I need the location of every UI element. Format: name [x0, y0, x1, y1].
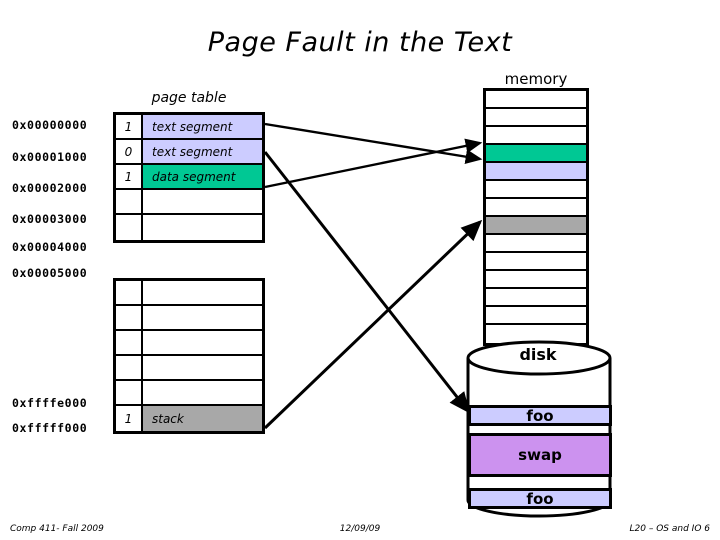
footer-lecture: L20 – OS and IO 6	[629, 524, 710, 534]
segment-label	[143, 306, 262, 329]
segment-label	[143, 215, 262, 240]
page-table-row	[116, 381, 262, 406]
valid-bit: 1	[116, 406, 143, 431]
address-label-0xffffe000: 0xffffe000	[12, 396, 88, 410]
arrow-data-segment-to-memory	[264, 138, 483, 189]
segment-label	[143, 281, 262, 304]
footer-course: Comp 411- Fall 2009	[10, 524, 104, 534]
arrow-page-fault-to-disk	[263, 151, 470, 414]
disk-label: disk	[519, 345, 557, 364]
valid-bit: 1	[116, 165, 143, 188]
valid-bit: 1	[116, 115, 143, 138]
memory-frame	[486, 289, 586, 307]
address-label-0x00000000: 0x00000000	[12, 118, 88, 132]
memory-frame	[486, 163, 586, 181]
disk-block-foo-2: foo	[468, 488, 612, 509]
memory-frame	[486, 199, 586, 217]
page-table-row	[116, 190, 262, 215]
disk-block-foo-1: foo	[468, 405, 612, 426]
address-label-0xfffff000: 0xfffff000	[12, 421, 88, 435]
page-table-row	[116, 306, 262, 331]
valid-bit	[116, 215, 143, 240]
memory-frame	[486, 109, 586, 127]
page-table-row	[116, 281, 262, 306]
address-label-0x00001000: 0x00001000	[12, 150, 88, 164]
memory-frame	[486, 127, 586, 145]
valid-bit: 0	[116, 140, 143, 163]
footer-date: 12/09/09	[339, 524, 381, 534]
segment-label: data segment	[143, 165, 262, 188]
segment-label	[143, 356, 262, 379]
segment-label: text segment	[143, 140, 262, 163]
valid-bit	[116, 356, 143, 379]
segment-label	[143, 190, 262, 213]
memory-frame	[486, 307, 586, 325]
disk-block-swap: swap	[468, 433, 612, 477]
segment-label: text segment	[143, 115, 262, 138]
valid-bit	[116, 381, 143, 404]
valid-bit	[116, 306, 143, 329]
memory-frame	[486, 91, 586, 109]
valid-bit	[116, 281, 143, 304]
address-label-0x00003000: 0x00003000	[12, 212, 88, 226]
page-title: Page Fault in the Text	[207, 27, 513, 58]
segment-label	[143, 331, 262, 354]
address-label-0x00005000: 0x00005000	[12, 266, 88, 280]
memory-frame	[486, 271, 586, 289]
memory-frame	[486, 217, 586, 235]
arrow-text-segment-to-memory	[264, 122, 483, 165]
valid-bit	[116, 331, 143, 354]
valid-bit	[116, 190, 143, 213]
address-label-0x00004000: 0x00004000	[12, 240, 88, 254]
page-table-label: page table	[151, 90, 227, 106]
memory-frame	[486, 145, 586, 163]
segment-label: stack	[143, 406, 262, 431]
memory-frame	[486, 325, 586, 343]
address-label-0x00002000: 0x00002000	[12, 181, 88, 195]
page-table-row	[116, 215, 262, 240]
page-table-row	[116, 356, 262, 381]
segment-label	[143, 381, 262, 404]
arrow-stack-to-memory	[263, 219, 483, 430]
memory-frame	[486, 181, 586, 199]
memory-column	[483, 88, 589, 346]
memory-frame	[486, 253, 586, 271]
memory-label: memory	[504, 70, 568, 88]
page-table-row	[116, 331, 262, 356]
memory-frame	[486, 235, 586, 253]
